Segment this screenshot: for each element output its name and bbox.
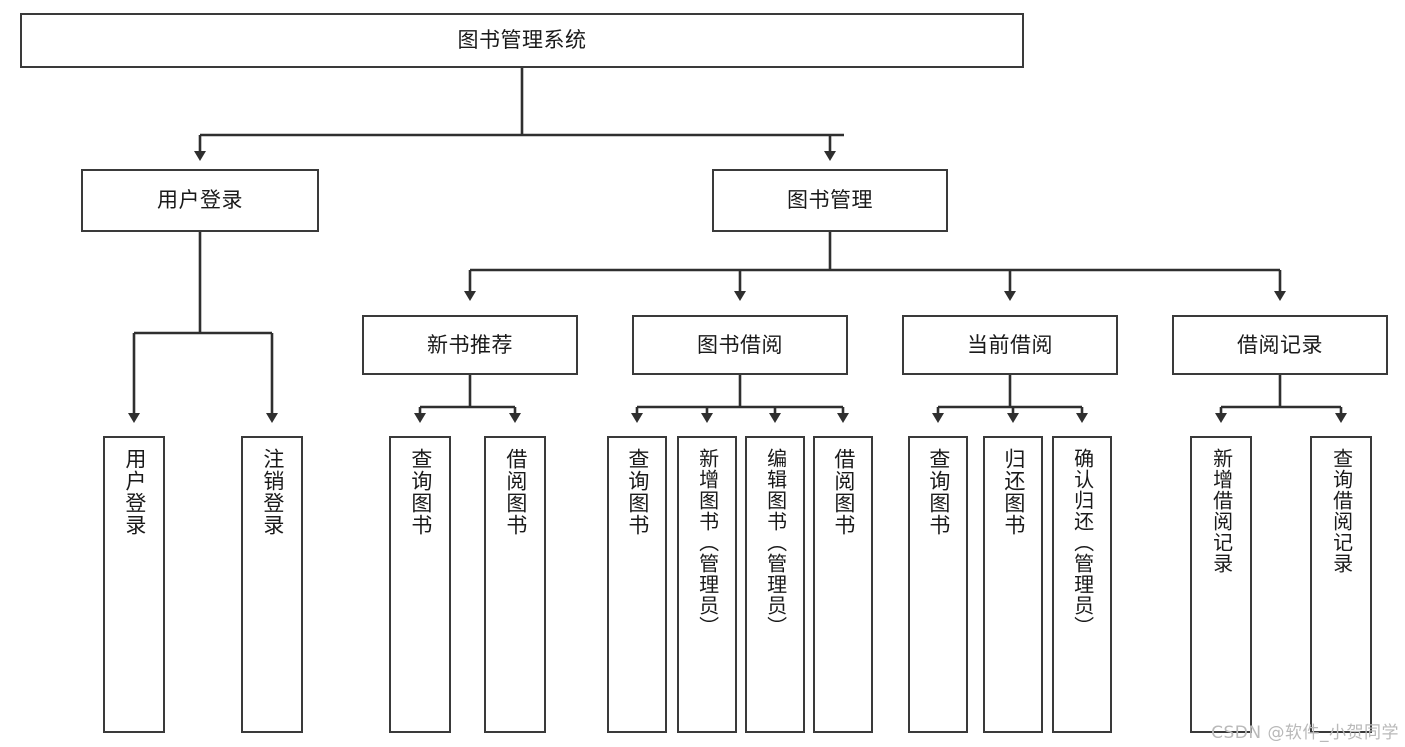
node-leaf-add-record[interactable]: 新增借阅记录 bbox=[1190, 436, 1252, 733]
node-leaf-query-book-3[interactable]: 查询图书 bbox=[908, 436, 968, 733]
node-user-login[interactable]: 用户登录 bbox=[81, 169, 319, 232]
node-leaf-user-logout-label: 注销登录 bbox=[260, 448, 285, 536]
node-new-book-rec-label: 新书推荐 bbox=[427, 332, 513, 357]
node-book-manage[interactable]: 图书管理 bbox=[712, 169, 948, 232]
node-leaf-return-book[interactable]: 归还图书 bbox=[983, 436, 1043, 733]
node-leaf-query-book-3-label: 查询图书 bbox=[926, 448, 951, 536]
node-book-borrow[interactable]: 图书借阅 bbox=[632, 315, 848, 375]
node-leaf-query-record[interactable]: 查询借阅记录 bbox=[1310, 436, 1372, 733]
node-user-login-label: 用户登录 bbox=[157, 188, 243, 213]
node-leaf-query-book-1[interactable]: 查询图书 bbox=[389, 436, 451, 733]
node-leaf-edit-book[interactable]: 编辑图书（管理员） bbox=[745, 436, 805, 733]
node-leaf-add-book[interactable]: 新增图书（管理员） bbox=[677, 436, 737, 733]
watermark: CSDN @软件_小贺同学 bbox=[1211, 723, 1399, 743]
node-current-borrow-label: 当前借阅 bbox=[967, 332, 1053, 357]
node-leaf-query-record-label: 查询借阅记录 bbox=[1329, 448, 1354, 574]
node-leaf-user-login[interactable]: 用户登录 bbox=[103, 436, 165, 733]
node-leaf-borrow-book-2[interactable]: 借阅图书 bbox=[813, 436, 873, 733]
node-leaf-query-book-2[interactable]: 查询图书 bbox=[607, 436, 667, 733]
node-new-book-rec[interactable]: 新书推荐 bbox=[362, 315, 578, 375]
node-leaf-return-book-label: 归还图书 bbox=[1001, 448, 1026, 536]
node-leaf-borrow-book-1[interactable]: 借阅图书 bbox=[484, 436, 546, 733]
node-leaf-borrow-book-1-label: 借阅图书 bbox=[503, 448, 528, 536]
node-leaf-query-book-1-label: 查询图书 bbox=[408, 448, 433, 536]
node-leaf-borrow-book-2-label: 借阅图书 bbox=[831, 448, 856, 536]
node-leaf-confirm-return[interactable]: 确认归还（管理员） bbox=[1052, 436, 1112, 733]
node-leaf-user-logout[interactable]: 注销登录 bbox=[241, 436, 303, 733]
node-current-borrow[interactable]: 当前借阅 bbox=[902, 315, 1118, 375]
node-leaf-add-book-label: 新增图书（管理员） bbox=[695, 448, 720, 637]
node-leaf-confirm-return-label: 确认归还（管理员） bbox=[1070, 448, 1095, 637]
node-book-manage-label: 图书管理 bbox=[787, 188, 873, 213]
node-book-borrow-label: 图书借阅 bbox=[697, 332, 783, 357]
node-leaf-user-login-label: 用户登录 bbox=[122, 448, 147, 536]
node-root[interactable]: 图书管理系统 bbox=[20, 13, 1024, 68]
node-leaf-edit-book-label: 编辑图书（管理员） bbox=[763, 448, 788, 637]
node-leaf-add-record-label: 新增借阅记录 bbox=[1209, 448, 1234, 574]
node-root-label: 图书管理系统 bbox=[457, 28, 587, 53]
node-borrow-record-label: 借阅记录 bbox=[1237, 332, 1323, 357]
node-leaf-query-book-2-label: 查询图书 bbox=[625, 448, 650, 536]
node-borrow-record[interactable]: 借阅记录 bbox=[1172, 315, 1388, 375]
